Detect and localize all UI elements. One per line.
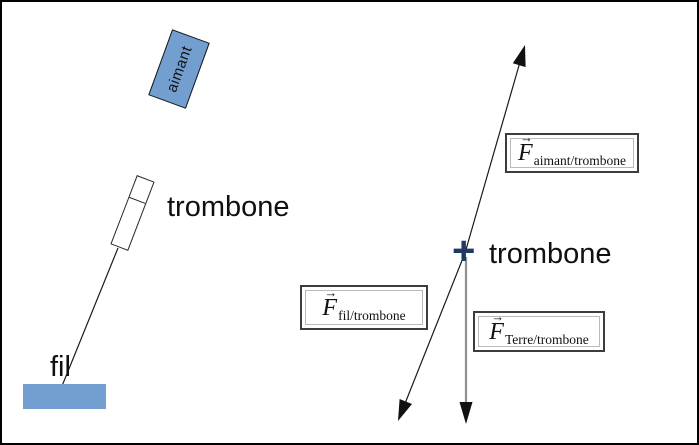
force-arrow-aimant-line xyxy=(464,61,521,254)
force-label-box-fil: F→fil/trombone xyxy=(300,285,428,330)
force-label-inner-terre: F→Terre/trombone xyxy=(478,308,600,347)
thread-line xyxy=(61,247,119,387)
force-arrow-terre-head-icon xyxy=(459,402,473,424)
force-arrow-fil-head-icon xyxy=(398,399,412,421)
force-label-inner-aimant: F→aimant/trombone xyxy=(510,130,634,168)
vector-arrow-icon: → xyxy=(324,284,337,300)
vector-arrow-icon: → xyxy=(491,308,504,324)
vector-arrow-icon: → xyxy=(520,130,533,145)
point-label: trombone xyxy=(489,238,612,270)
application-point-marker: + xyxy=(452,229,476,273)
force-symbol-fil: F→ xyxy=(322,284,338,321)
force-symbol-aimant: F→ xyxy=(518,130,533,166)
force-label-box-terre: F→Terre/trombone xyxy=(473,308,605,352)
force-label-box-aimant: F→aimant/trombone xyxy=(505,130,639,173)
force-label-inner-fil: F→fil/trombone xyxy=(305,284,423,325)
paperclip-divider xyxy=(129,196,146,204)
force-subscript-terre: Terre/trombone xyxy=(504,331,589,347)
paperclip-label: trombone xyxy=(167,191,290,223)
force-subscript-fil: fil/trombone xyxy=(338,307,406,323)
force-subscript-aimant: aimant/trombone xyxy=(533,153,626,168)
force-arrow-fil-line xyxy=(403,252,466,407)
magnet-label: aimant xyxy=(162,43,196,95)
support-shape xyxy=(23,384,106,409)
thread-label: fil xyxy=(50,351,71,383)
force-symbol-terre: F→ xyxy=(489,308,504,345)
force-arrow-aimant-head-icon xyxy=(512,45,526,68)
